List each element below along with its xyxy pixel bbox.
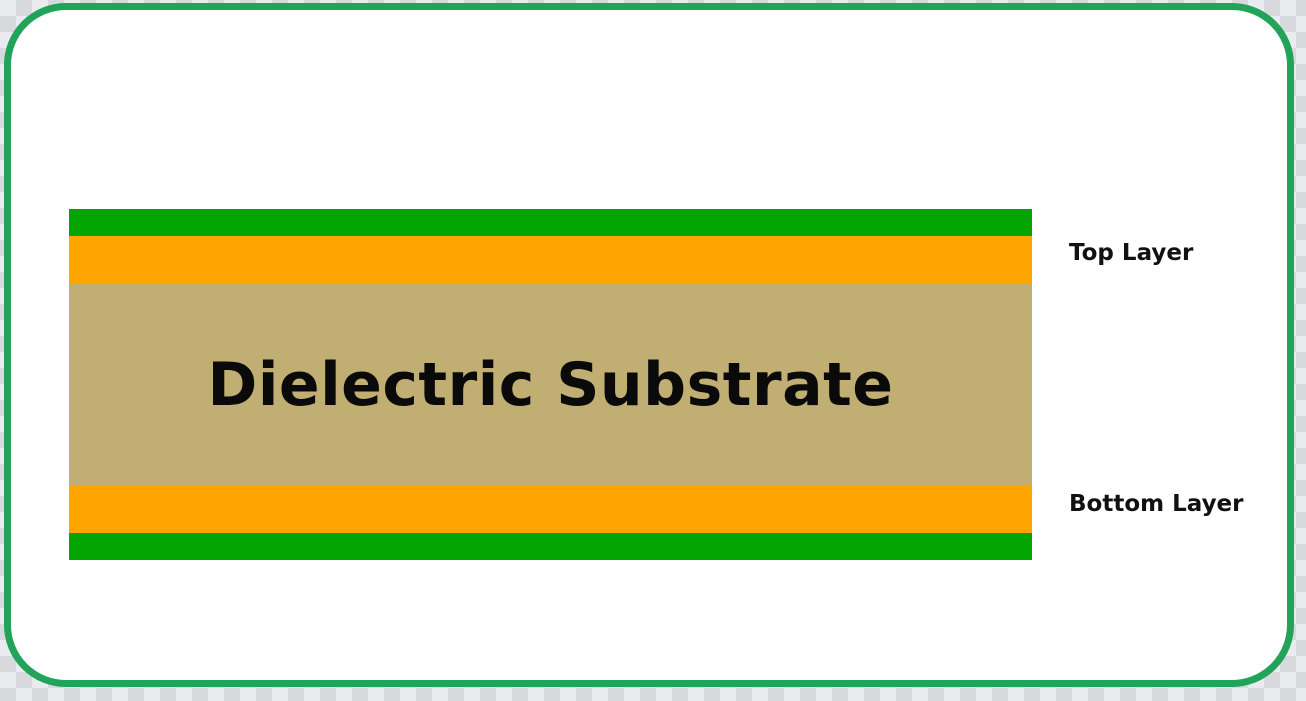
dielectric-substrate-layer: Dielectric Substrate [69,283,1032,486]
bottom-solder-mask-layer [69,533,1032,560]
layer-stack: Dielectric Substrate [69,209,1032,560]
top-copper-layer [69,236,1032,283]
top-solder-mask-layer [69,209,1032,236]
substrate-label: Dielectric Substrate [207,349,894,420]
bottom-layer-label: Bottom Layer [1069,491,1244,517]
top-layer-label: Top Layer [1069,240,1194,266]
bottom-copper-layer [69,486,1032,533]
